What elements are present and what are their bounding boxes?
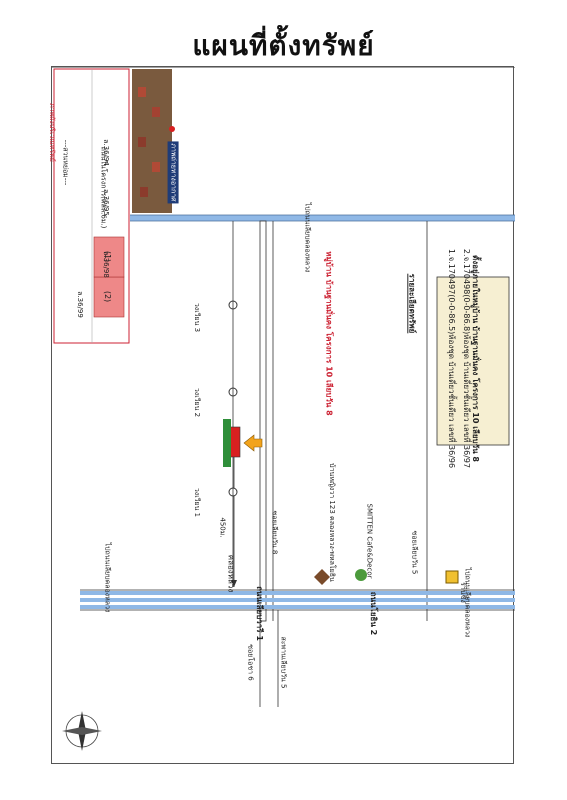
temple-label: บ้านหญิงวา 123 คลองหลวง-พหลโยธิน <box>327 463 336 582</box>
soi-5-label: ซอยเลียบวัน 5 <box>410 530 419 575</box>
legend-line-3: ตั้งอยู่ภายในหมู่บ้าน บ้านฐานมั่นคง โครง… <box>470 255 480 462</box>
top-road-band <box>130 215 515 221</box>
main-road-1-label: ถนนเลียบวารี 1 <box>254 586 264 641</box>
distance-label: 450ม. <box>218 517 227 538</box>
highway-band-1 <box>80 591 515 595</box>
village-green-label <box>223 419 231 467</box>
junction-1-label: วงเวียน 1 <box>193 487 202 518</box>
main-road-2-label: ถนนโยธิน 2 <box>369 591 379 636</box>
junction-3-label: วงเวียน 3 <box>193 302 202 333</box>
top-road-label: ไปถนนเลียบคลองหลวง <box>303 202 312 273</box>
legend-line-1: 1.จ.170497(0-0-86.5)ห้องชุด บ้านเดี่ยวชั… <box>447 248 457 469</box>
soi-8-label: ซอยเลียบวัน 8 <box>270 510 279 555</box>
asset-block <box>229 426 241 458</box>
cafe-icon <box>355 569 367 581</box>
soi-5b-label: สะพานเลียบวัน 5 <box>279 636 288 689</box>
village-road <box>259 220 267 622</box>
temple-icon <box>314 569 330 585</box>
page-title: แผนที่ตั้งทรัพย์ <box>192 29 375 62</box>
highway-band-3 <box>80 605 515 609</box>
inset-heading: ภาพผังบริเวณทรัพย์ <box>47 103 56 162</box>
asset-arrow <box>243 434 263 452</box>
cafe-label: SMITTEN Cafe&Decor <box>365 503 374 579</box>
compass-icon <box>62 711 102 751</box>
inset-plot-label-5: ล.36/94 <box>101 139 110 166</box>
photo-caption: ภาพถ่ายทางอากาศ <box>167 141 179 204</box>
left-road-label: ไปถนนเลียบคลองหลวง <box>103 542 112 613</box>
map-lines <box>52 67 515 751</box>
plot-1 <box>93 236 125 278</box>
village-label: หมู่บ้าน บ้านฐานมั่นคง โครงการ 10 เลียบว… <box>324 251 334 416</box>
junction-2-label: วงเวียน 2 <box>193 387 202 418</box>
legend-box <box>436 276 510 446</box>
soi-6-label: ซอยโอชา 6 <box>246 644 255 681</box>
shop-label: ร้านซิ้ง <box>458 582 467 603</box>
highway-band-2 <box>80 598 515 602</box>
inset-plot-label-0: ล.36/99 <box>75 291 84 318</box>
inset-plot-label-3: (1) <box>103 250 113 263</box>
inset-plot-label-4: ล.36/95 <box>101 189 110 216</box>
inset-top-label: ---สวนหย่อม--- <box>61 139 70 186</box>
legend-heading: รายละเอียดทรัพย์ <box>407 273 417 334</box>
plot-2 <box>93 276 125 318</box>
shop-icon <box>445 570 459 584</box>
map-frame: ภาพผังบริเวณทรัพย์ ---สวนหย่อม--- ถนนในโ… <box>48 66 515 764</box>
inset-plot-label-2: (2) <box>103 290 113 303</box>
canal-road-label: คลองหลวง <box>226 554 236 593</box>
